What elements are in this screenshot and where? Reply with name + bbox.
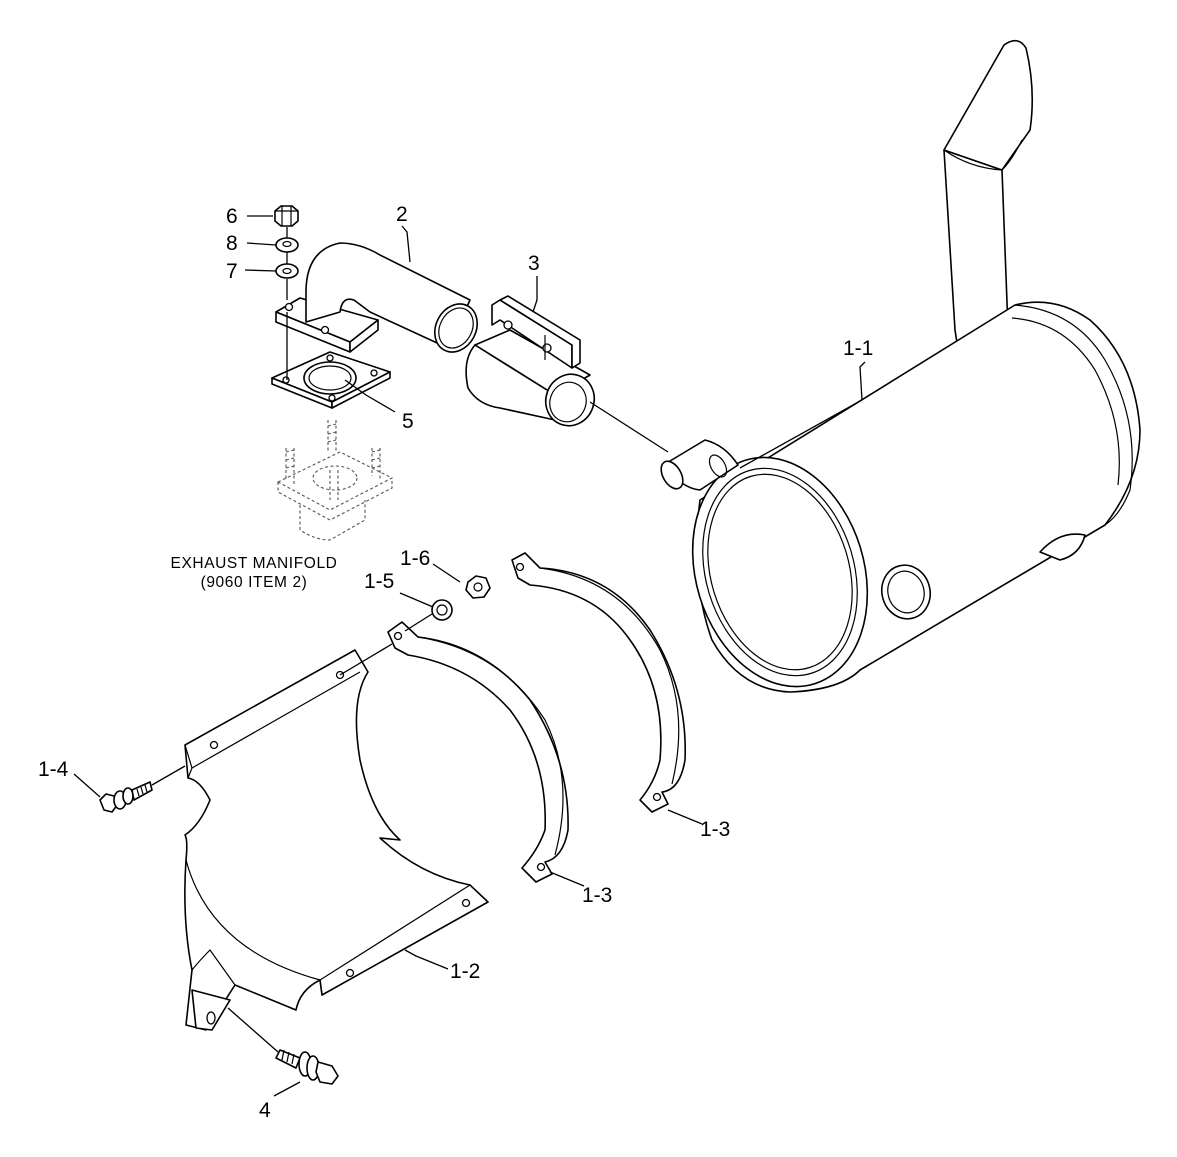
mounting-strap-rear [511,552,687,813]
nut-1-6 [465,575,491,599]
callout-2: 2 [396,203,408,226]
muffler-assembly [660,39,1141,693]
callout-1-5: 1-5 [364,570,394,593]
elbow-pipe-body [305,242,471,349]
bolt-1-4 [99,781,153,813]
callout-1-4: 1-4 [38,758,69,781]
stack-rain-tip [943,39,1034,171]
callout-7: 7 [226,260,238,283]
callout-5: 5 [402,410,414,433]
elbow-pipe [275,242,479,353]
callout-8: 8 [226,232,238,255]
muffler-side-port [880,564,932,620]
mounting-strap-front [387,621,569,883]
flat-washer-7 [275,263,299,279]
callout-1-6: 1-6 [400,547,430,570]
nut-6 [274,205,299,227]
callout-1-3-rear: 1-3 [700,818,730,841]
bolt-4 [275,1049,339,1085]
callout-1-2: 1-2 [450,960,480,983]
exhaust-manifold-ghost [276,420,394,541]
manifold-note-line-2: (9060 ITEM 2) [201,574,308,591]
callout-4: 4 [259,1099,271,1122]
callout-6: 6 [226,205,238,228]
washer-1-5 [431,599,453,621]
callout-3: 3 [528,252,540,275]
manifold-note-line-1: EXHAUST MANIFOLD [171,555,338,572]
heat-shield-body [184,649,489,1031]
lock-washer-8 [275,237,299,253]
assembly-line-clamp-muffler [589,401,669,453]
flange-gasket [271,351,391,409]
callout-1-1: 1-1 [843,337,873,360]
pipe-clamp [465,295,596,427]
callout-1-3-front: 1-3 [582,884,612,907]
heat-shield [184,649,489,1031]
muffler-front-cap [691,456,869,688]
